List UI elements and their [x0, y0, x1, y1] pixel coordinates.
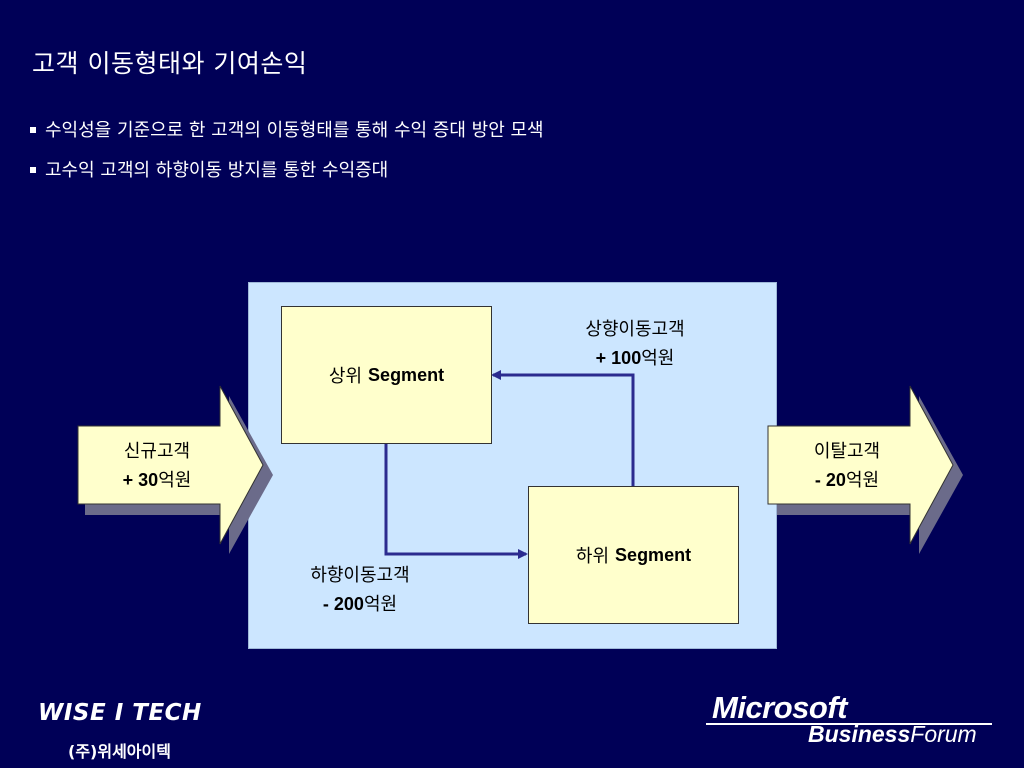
- upward-flow-label: 상향이동고객 + 100억원: [545, 316, 725, 373]
- upward-flow-sign: +: [595, 348, 612, 368]
- slide-title: 고객 이동형태와 기여손익: [32, 49, 308, 78]
- lower-segment-prefix: 하위: [575, 546, 610, 567]
- bullet-square-icon: [30, 126, 36, 133]
- outflow-arrow-shape: [767, 385, 954, 545]
- inflow-unit: 억원: [158, 470, 192, 491]
- outflow-unit: 억원: [845, 470, 880, 491]
- bullet-item: 고수익 고객의 하향이동 방지를 통한 수익증대: [30, 156, 544, 182]
- downward-flow-label: 하향이동고객 - 200억원: [270, 562, 450, 619]
- downward-flow-title: 하향이동고객: [310, 565, 410, 586]
- upward-flow-unit: 억원: [641, 348, 675, 369]
- outflow-title: 이탈고객: [813, 441, 881, 462]
- downward-flow-unit: 억원: [363, 594, 398, 615]
- inflow-amount: + 30억원: [82, 466, 232, 495]
- upward-flow-number: 100: [611, 348, 642, 368]
- bullet-item: 수익성을 기준으로 한 고객의 이동형태를 통해 수익 증대 방안 모색: [30, 116, 544, 142]
- upward-flow-amount: + 100억원: [545, 344, 725, 373]
- bullet-text: 수익성을 기준으로 한 고객의 이동형태를 통해 수익 증대 방안 모색: [45, 120, 544, 141]
- inflow-number: 30: [138, 470, 159, 490]
- upward-connector: [491, 370, 635, 486]
- business-forum-logo: BusinessForum: [808, 721, 977, 748]
- bullet-list: 수익성을 기준으로 한 고객의 이동형태를 통해 수익 증대 방안 모색 고수익…: [30, 116, 544, 196]
- lower-segment-box: 하위 Segment: [528, 486, 739, 624]
- bullet-text: 고수익 고객의 하향이동 방지를 통한 수익증대: [45, 160, 389, 181]
- upper-segment-box: 상위 Segment: [281, 306, 492, 444]
- outflow-amount: - 20억원: [772, 466, 922, 495]
- microsoft-logo: Microsoft: [712, 690, 848, 725]
- inflow-title: 신규고객: [123, 441, 191, 462]
- outflow-number: 20: [825, 470, 846, 490]
- lower-segment-name: Segment: [615, 544, 692, 565]
- upper-segment-name: Segment: [368, 364, 445, 385]
- wise-i-tech-subtitle: (주)위세아이텍: [68, 742, 171, 761]
- downward-flow-number: 200: [333, 594, 364, 614]
- bullet-square-icon: [30, 166, 36, 173]
- downward-connector: [384, 443, 528, 559]
- business-forum-bold: Business: [808, 721, 911, 747]
- upper-segment-prefix: 상위: [328, 366, 363, 387]
- inflow-label: 신규고객 + 30억원: [82, 438, 232, 495]
- business-forum-rest: Forum: [910, 721, 977, 747]
- inflow-sign: +: [122, 470, 139, 490]
- outflow-sign: -: [814, 470, 826, 490]
- downward-flow-sign: -: [322, 594, 334, 614]
- microsoft-logo-rule: [706, 723, 992, 725]
- outflow-label: 이탈고객 - 20억원: [772, 438, 922, 495]
- upward-flow-title: 상향이동고객: [585, 319, 685, 340]
- inflow-arrow-shape: [77, 385, 264, 545]
- wise-i-tech-logo: WISE I TECH: [38, 700, 202, 726]
- downward-flow-amount: - 200억원: [270, 590, 450, 619]
